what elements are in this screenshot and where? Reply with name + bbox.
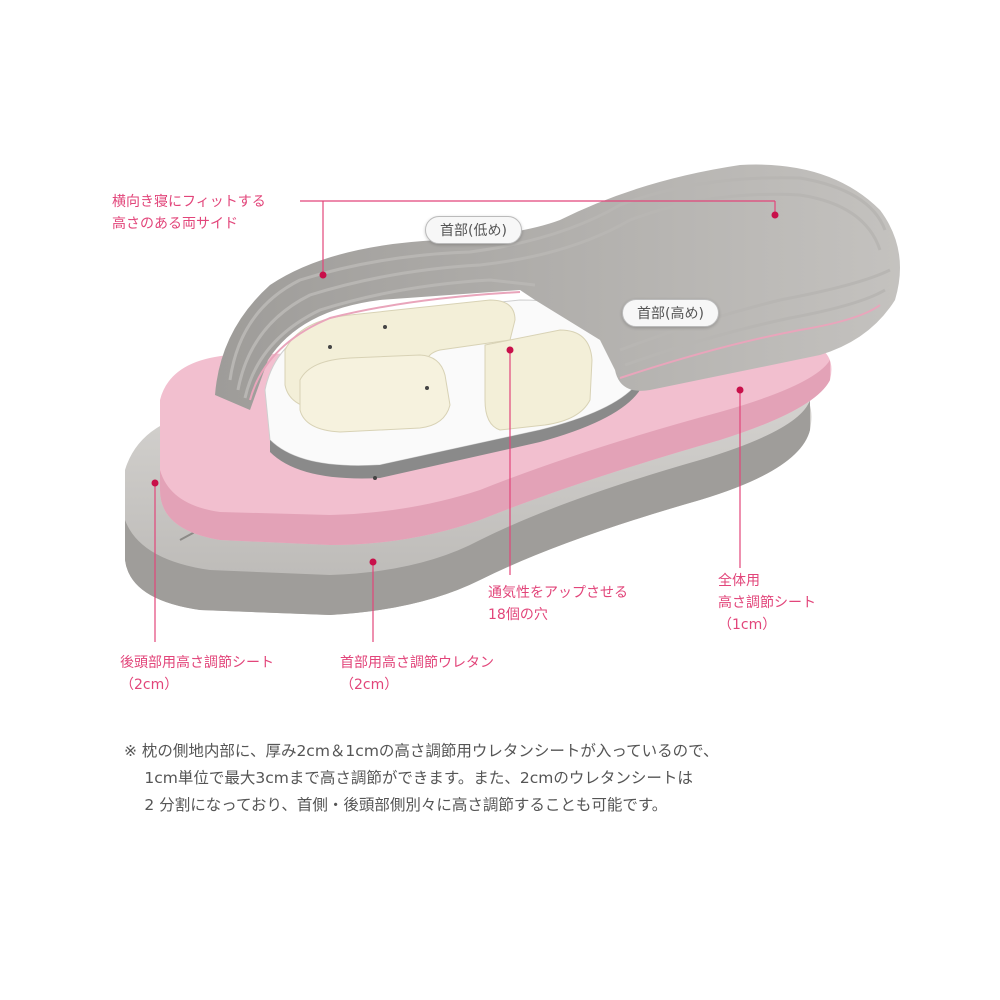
label-line: 後頭部用高さ調節シート [120, 655, 274, 671]
label-line: （2cm） [340, 677, 399, 693]
label-line: 18個の穴 [488, 607, 548, 623]
label-neck-high: 首部(高め) [622, 299, 719, 327]
urethane-cushions [284, 299, 593, 480]
label-head-sheet: 後頭部用高さ調節シート （2cm） [120, 652, 274, 696]
label-neck-urethane: 首部用高さ調節ウレタン （2cm） [340, 652, 494, 696]
label-line: 通気性をアップさせる [488, 585, 628, 601]
leader-lines [151, 200, 779, 642]
label-line: 高さのある両サイド [112, 216, 238, 232]
label-line: 高さ調節シート [718, 595, 816, 611]
label-overall-sheet: 全体用 高さ調節シート （1cm） [718, 570, 816, 636]
label-line: （2cm） [120, 677, 179, 693]
label-line: （1cm） [718, 617, 777, 633]
footnote: ※ 枕の側地内部に、厚み2cm＆1cmの高さ調節用ウレタンシートが入っているので… [124, 738, 719, 819]
label-neck-low: 首部(低め) [425, 216, 522, 244]
label-line: 首部用高さ調節ウレタン [340, 655, 494, 671]
label-holes: 通気性をアップさせる 18個の穴 [488, 582, 628, 626]
label-line: 全体用 [718, 573, 760, 589]
pillow-cover-top [215, 164, 900, 410]
label-sides: 横向き寝にフィットする 高さのある両サイド [112, 191, 266, 235]
footnote-line: 1cm単位で最大3cmまで高さ調節ができます。また、2cmのウレタンシートは [124, 769, 693, 787]
footnote-line: 2 分割になっており、首側・後頭部側別々に高さ調節することも可能です。 [124, 796, 668, 814]
footnote-line: ※ 枕の側地内部に、厚み2cm＆1cmの高さ調節用ウレタンシートが入っているので… [124, 742, 719, 760]
label-line: 横向き寝にフィットする [112, 194, 266, 210]
